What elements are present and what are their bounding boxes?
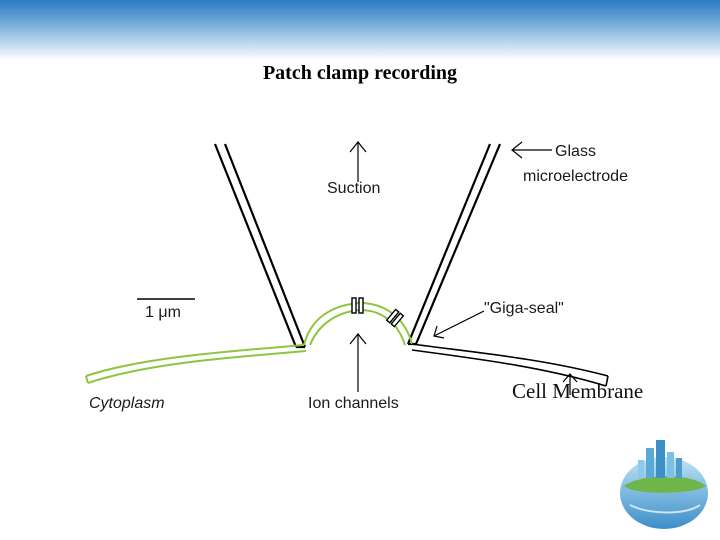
- scale-bar-label: 1 μm: [145, 304, 181, 321]
- globe-city-icon: [620, 440, 708, 529]
- suction-label: Suction: [327, 180, 381, 197]
- giga-seal-label: "Giga-seal": [484, 300, 564, 317]
- slide-title: Patch clamp recording: [262, 62, 458, 84]
- ion-channels-arrow: [349, 333, 367, 392]
- cytoplasm-label: Cytoplasm: [89, 395, 165, 412]
- glass-label-line2: microelectrode: [523, 168, 628, 185]
- cell-membrane-right: [411, 343, 609, 387]
- header-band: [0, 0, 720, 60]
- giga-seal-arrow: [433, 310, 485, 339]
- glass-arrow: [511, 141, 552, 159]
- suction-arrow: [349, 141, 367, 182]
- pipette-left-wall: [213, 143, 307, 349]
- cell-membrane-label: Cell Membrane: [512, 379, 644, 403]
- ion-channel-right: [385, 308, 405, 328]
- cell-membrane-arrow: [562, 373, 578, 395]
- ion-channel-top: [351, 297, 364, 314]
- cell-membrane-left: [85, 344, 307, 384]
- ion-channels-label: Ion channels: [308, 395, 399, 412]
- glass-label-line1: Glass: [555, 143, 596, 160]
